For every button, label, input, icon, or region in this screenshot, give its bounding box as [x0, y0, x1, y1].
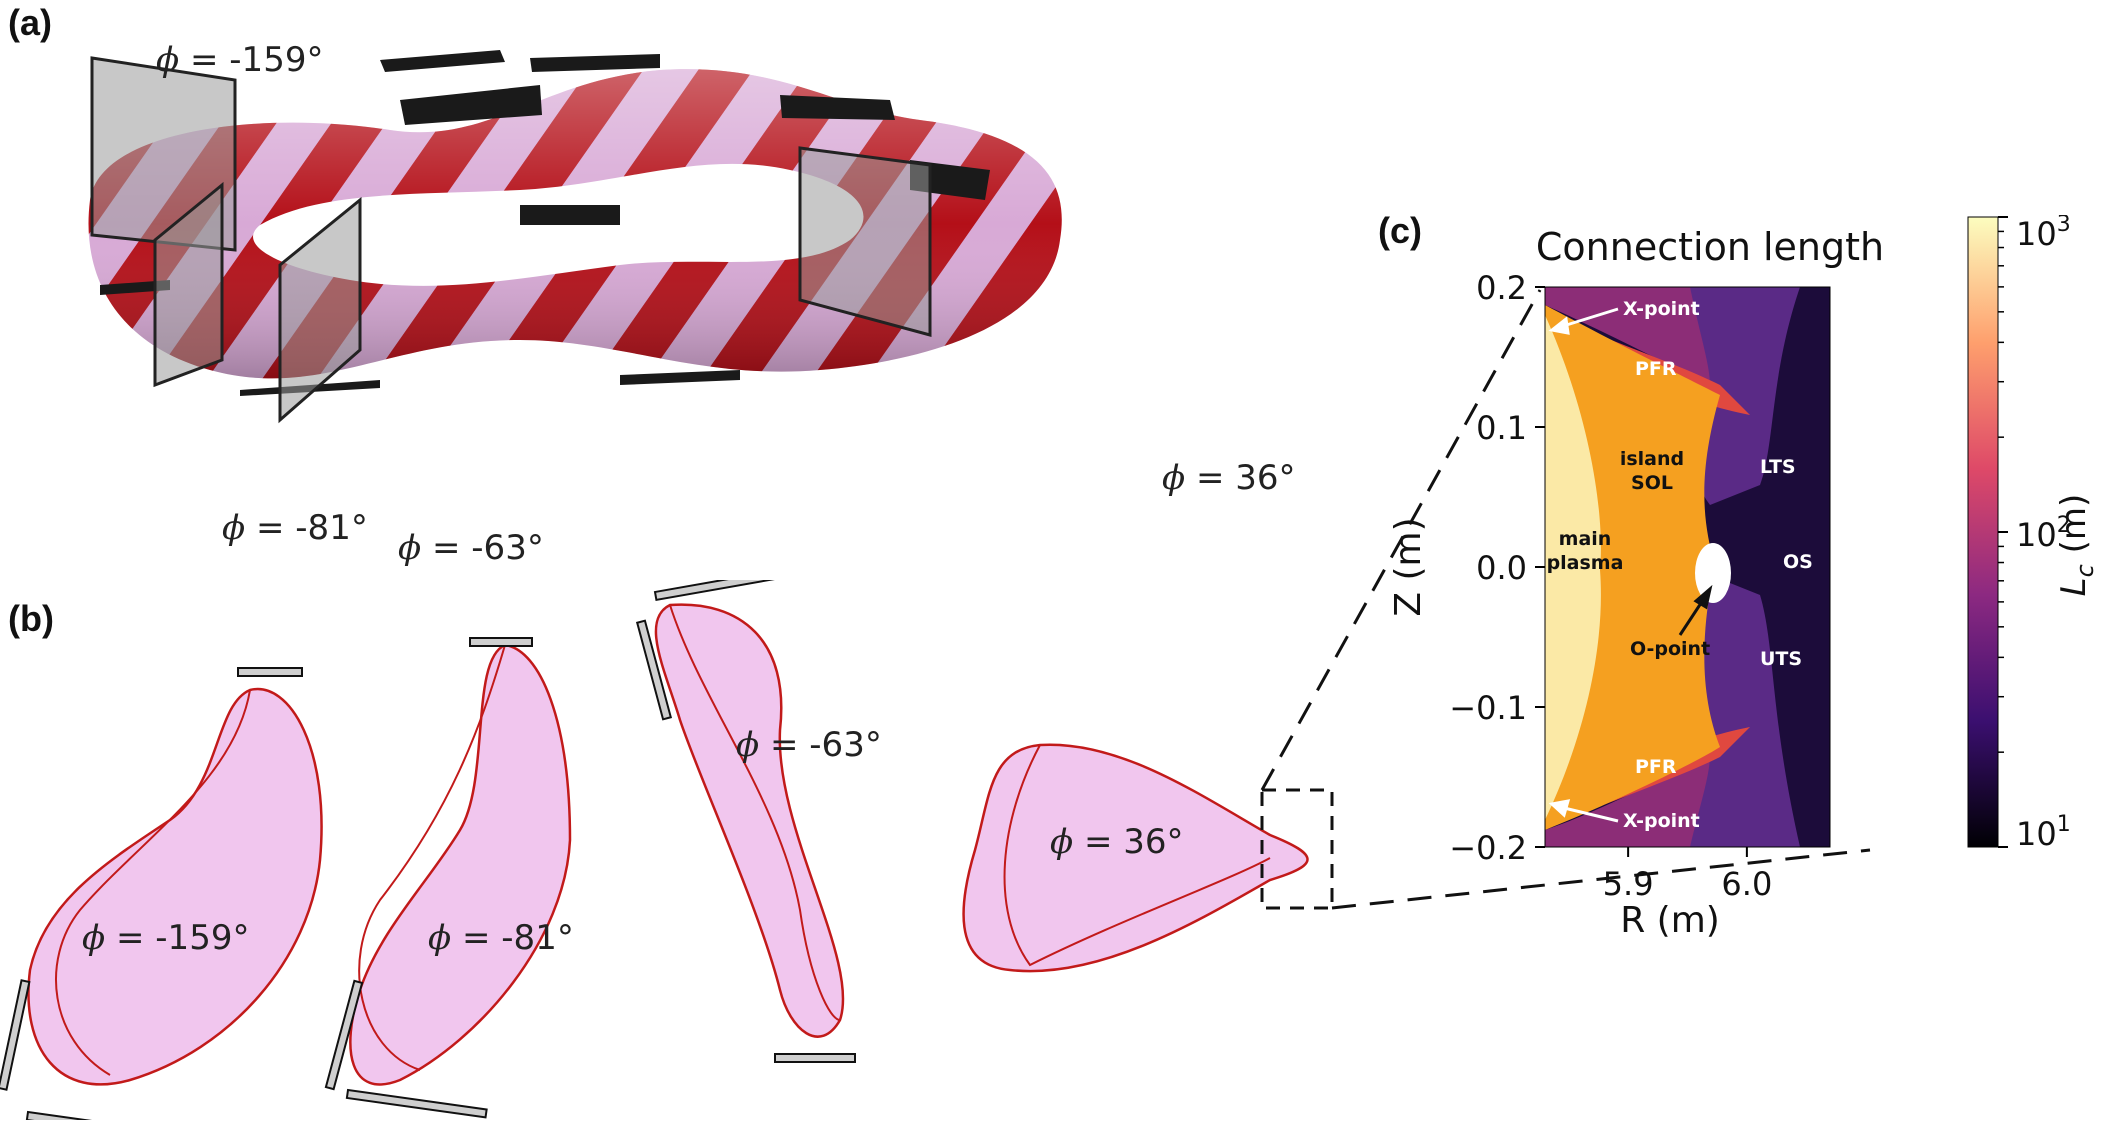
cross-section-phi-minus-159 — [27, 687, 323, 1086]
o-point-island — [1695, 543, 1731, 603]
plane-label-phi-minus-81: ϕ = -81° — [222, 508, 368, 548]
colorbar-tick-label: 101 — [2016, 812, 2071, 853]
chart-title: Connection length — [1536, 225, 1884, 269]
x-axis-ticks: 5.9 6.0 — [1603, 847, 1772, 903]
region-lts — [1684, 287, 1800, 505]
annotation-os: OS — [1783, 551, 1813, 573]
annotation-sol: SOL — [1631, 472, 1673, 494]
heatmap-area — [1545, 287, 1830, 847]
colorbar-tick-label: 103 — [2016, 215, 2071, 253]
region-uts — [1684, 575, 1800, 847]
annotation-pfr-bottom: PFR — [1635, 756, 1677, 778]
region-annotations: X-point PFR LTS OS UTS PFR X-point — [1623, 298, 1813, 832]
colorbar-tick-label: 102 — [2016, 513, 2071, 554]
section-label-phi-minus-81: ϕ = -81° — [428, 918, 574, 958]
panel-a-label: (a) — [8, 2, 52, 43]
plane-phi-minus-81 — [153, 181, 224, 388]
annotation-main: main — [1559, 528, 1612, 550]
region-main-plasma — [1545, 315, 1601, 820]
region-island-sol — [1545, 305, 1720, 830]
region-pfr-top — [1545, 287, 1710, 385]
y-tick-label: −0.2 — [1449, 829, 1527, 867]
x-tick-label: 6.0 — [1721, 865, 1772, 903]
section-label-phi-minus-159: ϕ = -159° — [82, 918, 250, 958]
y-tick-label: 0.0 — [1476, 549, 1527, 587]
cross-section-phi-minus-63 — [654, 603, 845, 1038]
plane-label-phi-minus-159: ϕ = -159° — [156, 40, 324, 80]
y-tick-label: −0.1 — [1449, 689, 1527, 727]
panel-b-cross-sections — [0, 580, 1334, 1120]
section-label-phi-minus-63: ϕ = -63° — [736, 725, 882, 765]
y-tick-label: 0.2 — [1476, 269, 1527, 307]
plane-phi-minus-63 — [278, 196, 362, 424]
cross-section-phi-minus-81 — [349, 643, 572, 1086]
annotation-xpoint-bottom: X-point — [1623, 810, 1700, 832]
section-label-phi-36: ϕ = 36° — [1050, 822, 1184, 862]
y-tick-label: 0.1 — [1476, 409, 1527, 447]
x-axis-label: R (m) — [1620, 900, 1720, 941]
plane-label-phi-36: ϕ = 36° — [1162, 458, 1296, 498]
y-axis-label: Z (m) — [1388, 517, 1429, 616]
panel-a-torus-illustration — [88, 50, 1062, 424]
x-tick-label: 5.9 — [1603, 865, 1654, 903]
annotation-opoint: O-point — [1630, 638, 1710, 660]
region-annotations-dark: island SOL main plasma O-point — [1547, 448, 1711, 660]
annotation-uts: UTS — [1760, 648, 1802, 670]
annotation-pfr-top: PFR — [1635, 358, 1677, 380]
colorbar-ticks: 103 102 101 — [1998, 215, 2071, 853]
panel-b-label: (b) — [8, 598, 54, 639]
plane-phi-36 — [798, 146, 932, 337]
annotation-lts: LTS — [1760, 456, 1796, 478]
connection-length-chart: Connection length X-point PFR LTS OS UTS… — [1388, 215, 2099, 941]
colorbar — [1967, 216, 1999, 848]
annotation-island: island — [1620, 448, 1684, 470]
colorbar-label: Lc (m) — [2054, 494, 2099, 597]
annotation-xpoint-top: X-point — [1623, 298, 1700, 320]
panel-c-label: (c) — [1378, 210, 1422, 251]
annotation-plasma: plasma — [1547, 552, 1624, 574]
plane-label-phi-minus-63: ϕ = -63° — [398, 528, 544, 568]
cross-section-phi-36 — [962, 743, 1309, 973]
y-axis-ticks: 0.2 0.1 0.0 −0.1 −0.2 — [1449, 269, 1545, 867]
